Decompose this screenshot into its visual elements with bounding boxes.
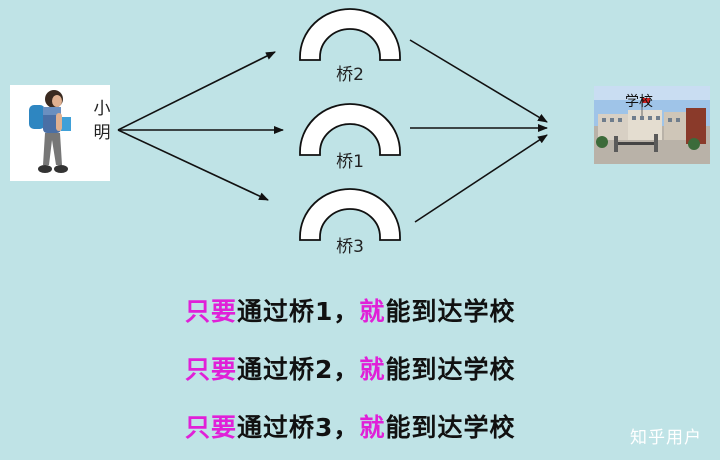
school-card: 学校 — [594, 86, 710, 164]
sentence-3: 只要通过桥3，就能到达学校 — [185, 408, 515, 444]
sentence-3-keyword-2: 就 — [359, 413, 386, 442]
xiaoming-label: 小明 — [93, 99, 111, 143]
sentence-3-keyword-1: 只要 — [185, 413, 238, 442]
sentence-2-keyword-1: 只要 — [185, 355, 238, 384]
watermark: 知乎用户 — [630, 428, 702, 448]
sentence-3-end: 能到达学校 — [385, 413, 516, 442]
sentence-2-end: 能到达学校 — [385, 355, 516, 384]
bridge-1-label: 桥1 — [336, 152, 364, 172]
sentence-2-keyword-2: 就 — [359, 355, 386, 384]
sentence-1: 只要通过桥1，就能到达学校 — [185, 292, 515, 328]
bridge-1-shape — [299, 103, 401, 156]
xiaoming-card: 小明 — [10, 85, 111, 181]
sentence-1-keyword-1: 只要 — [185, 297, 238, 326]
school-label: 学校 — [625, 94, 653, 110]
bridge-3-label: 桥3 — [336, 237, 364, 257]
arrow-to-bridge-2 — [117, 51, 276, 131]
student-figure-icon — [29, 90, 71, 173]
bridge-3-shape — [299, 188, 401, 241]
bridge-2-label: 桥2 — [336, 65, 364, 85]
school-photo — [594, 86, 710, 164]
sentence-1-end: 能到达学校 — [385, 297, 516, 326]
arrow-to-bridge-3 — [117, 129, 269, 201]
sentence-3-middle: 通过桥3， — [237, 413, 360, 442]
sentence-1-keyword-2: 就 — [359, 297, 386, 326]
bridge-2-shape — [299, 8, 401, 61]
sentence-2: 只要通过桥2，就能到达学校 — [185, 350, 515, 386]
arrow-bridge-2-to-school — [409, 39, 548, 123]
sentence-1-middle: 通过桥1， — [237, 297, 360, 326]
arrow-bridge-3-to-school — [414, 134, 548, 223]
sentence-2-middle: 通过桥2， — [237, 355, 360, 384]
